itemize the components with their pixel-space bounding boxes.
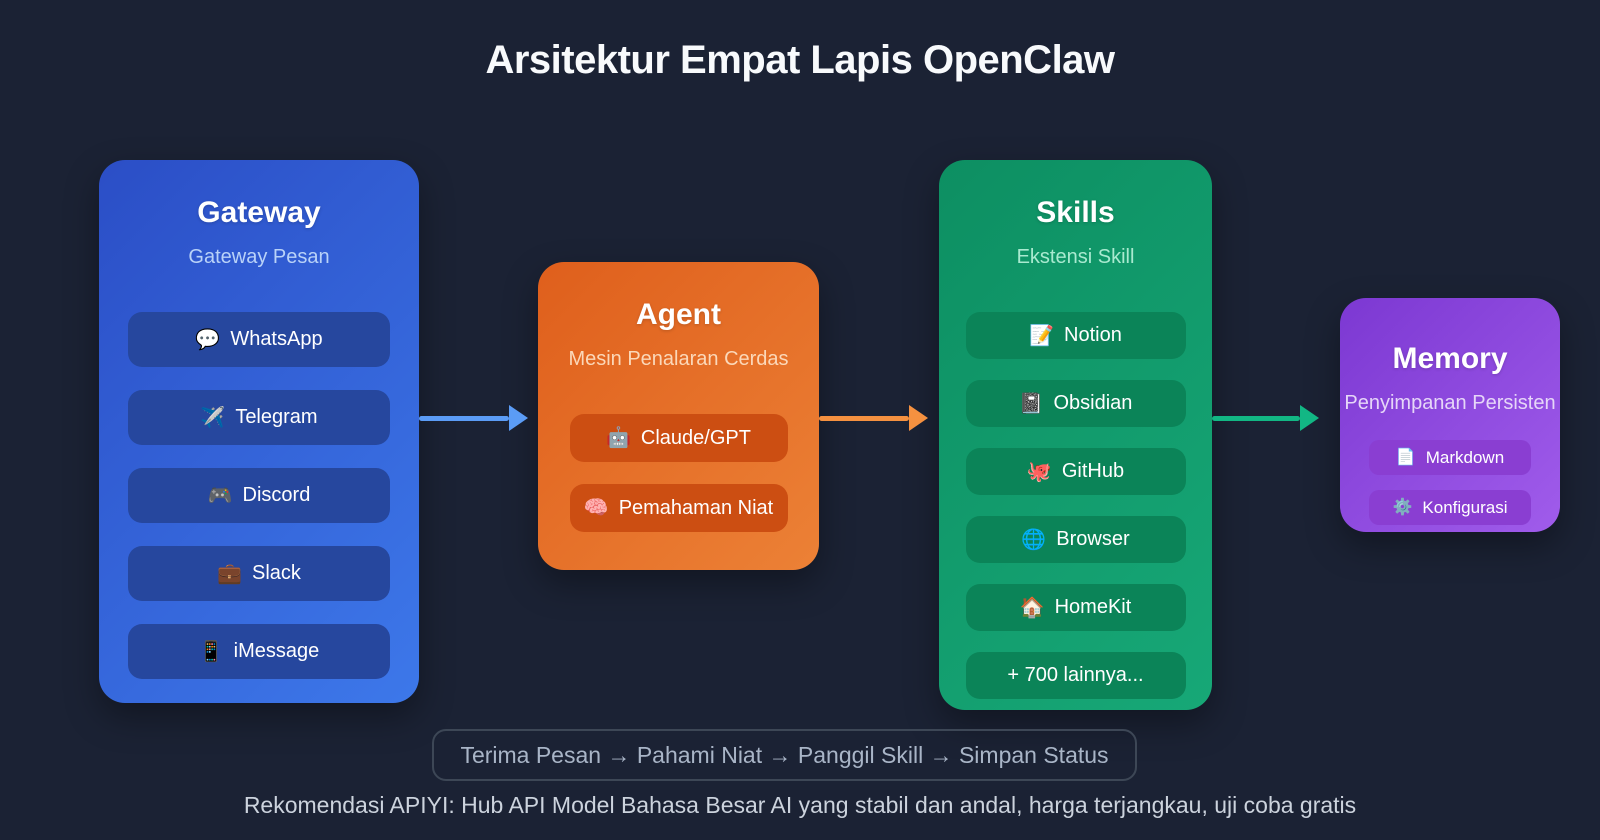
layer-subtitle: Gateway Pesan <box>188 246 330 268</box>
gear-icon: ⚙️ <box>1392 498 1413 516</box>
layer-item-label: Markdown <box>1425 447 1505 467</box>
arrow-gateway-to-agent <box>419 405 528 431</box>
layer-card-agent: Agent Mesin Penalaran Cerdas 🤖 Claude/GP… <box>538 262 819 570</box>
layer-item-notion: 📝 Notion <box>965 312 1186 359</box>
flow-sequence-pill: Terima Pesan → Pahami Niat → Panggil Ski… <box>432 729 1137 781</box>
layer-item-label: + 700 lainnya... <box>1007 664 1144 686</box>
layer-item-label: HomeKit <box>1054 596 1132 618</box>
layer-item-browser: 🌐 Browser <box>965 516 1186 563</box>
layer-items: 📝 Notion 📓 Obsidian 🐙 GitHub 🌐 Browser 🏠… <box>965 312 1186 699</box>
arrow-head-icon <box>909 405 928 431</box>
layer-item-slack: 💼 Slack <box>128 546 390 601</box>
page-title: Arsitektur Empat Lapis OpenClaw <box>485 38 1115 82</box>
arrow-head-icon <box>509 405 528 431</box>
layer-item-telegram: ✈️ Telegram <box>128 390 390 445</box>
layer-title: Memory <box>1392 342 1508 375</box>
arrow-shaft <box>819 415 909 421</box>
layer-item-discord: 🎮 Discord <box>128 468 390 523</box>
layer-item-github: 🐙 GitHub <box>965 448 1186 495</box>
layer-item-pemahaman-niat: 🧠 Pemahaman Niat <box>569 484 788 532</box>
layer-item-label: WhatsApp <box>230 328 323 350</box>
layer-card-memory: Memory Penyimpanan Persisten 📄 Markdown … <box>1340 298 1560 532</box>
layer-item-label: Discord <box>242 484 311 506</box>
notebook-icon: 📓 <box>1018 392 1044 415</box>
layer-item-label: Notion <box>1064 324 1122 346</box>
layer-item-label: Obsidian <box>1053 392 1133 414</box>
layer-items: 💬 WhatsApp ✈️ Telegram 🎮 Discord 💼 Slack… <box>128 312 390 679</box>
speech-balloon-icon: 💬 <box>195 328 221 351</box>
game-controller-icon: 🎮 <box>207 484 233 507</box>
globe-icon: 🌐 <box>1021 528 1047 551</box>
layer-item-label: Claude/GPT <box>640 426 751 449</box>
layer-item-label: iMessage <box>233 640 320 662</box>
layer-card-gateway: Gateway Gateway Pesan 💬 WhatsApp ✈️ Tele… <box>99 160 419 703</box>
layer-item-label: Browser <box>1056 528 1130 550</box>
arrow-agent-to-skills <box>819 405 928 431</box>
layer-item-konfigurasi: ⚙️ Konfigurasi <box>1369 490 1531 525</box>
layer-item-label: Pemahaman Niat <box>618 496 774 519</box>
brain-icon: 🧠 <box>583 497 609 519</box>
layer-item-imessage: 📱 iMessage <box>128 624 390 679</box>
layer-title: Agent <box>636 298 721 331</box>
layer-item-obsidian: 📓 Obsidian <box>965 380 1186 427</box>
layer-item-markdown: 📄 Markdown <box>1369 440 1531 475</box>
layer-item-label: GitHub <box>1061 460 1125 482</box>
airplane-icon: ✈️ <box>200 406 226 429</box>
flow-sequence-text: Terima Pesan → Pahami Niat → Panggil Ski… <box>460 741 1109 768</box>
layer-item-claude-gpt: 🤖 Claude/GPT <box>569 414 788 462</box>
robot-icon: 🤖 <box>606 427 631 449</box>
arrow-head-icon <box>1300 405 1319 431</box>
layer-title: Skills <box>1036 196 1115 229</box>
layer-item-700-lainnya: + 700 lainnya... <box>965 652 1186 699</box>
layer-card-skills: Skills Ekstensi Skill 📝 Notion 📓 Obsidia… <box>939 160 1212 710</box>
layer-item-label: Telegram <box>235 406 318 428</box>
page-icon: 📄 <box>1395 448 1416 466</box>
layer-item-label: Konfigurasi <box>1422 497 1508 517</box>
memo-icon: 📝 <box>1029 324 1055 347</box>
arrow-shaft <box>419 415 509 421</box>
layer-item-whatsapp: 💬 WhatsApp <box>128 312 390 367</box>
arrow-shaft <box>1212 415 1300 421</box>
octopus-icon: 🐙 <box>1026 460 1052 483</box>
layer-subtitle: Mesin Penalaran Cerdas <box>568 348 789 370</box>
arrow-skills-to-memory <box>1212 405 1319 431</box>
layer-title: Gateway <box>197 196 321 229</box>
layer-items: 📄 Markdown ⚙️ Konfigurasi <box>1369 440 1531 525</box>
footer-recommendation: Rekomendasi APIYI: Hub API Model Bahasa … <box>243 792 1357 818</box>
layer-item-label: Slack <box>252 562 301 584</box>
layer-item-homekit: 🏠 HomeKit <box>965 584 1186 631</box>
layer-subtitle: Penyimpanan Persisten <box>1344 392 1556 414</box>
mobile-phone-icon: 📱 <box>198 640 224 663</box>
layer-items: 🤖 Claude/GPT 🧠 Pemahaman Niat <box>569 414 788 532</box>
house-icon: 🏠 <box>1019 596 1045 619</box>
briefcase-icon: 💼 <box>217 562 242 585</box>
layer-subtitle: Ekstensi Skill <box>1016 246 1135 268</box>
